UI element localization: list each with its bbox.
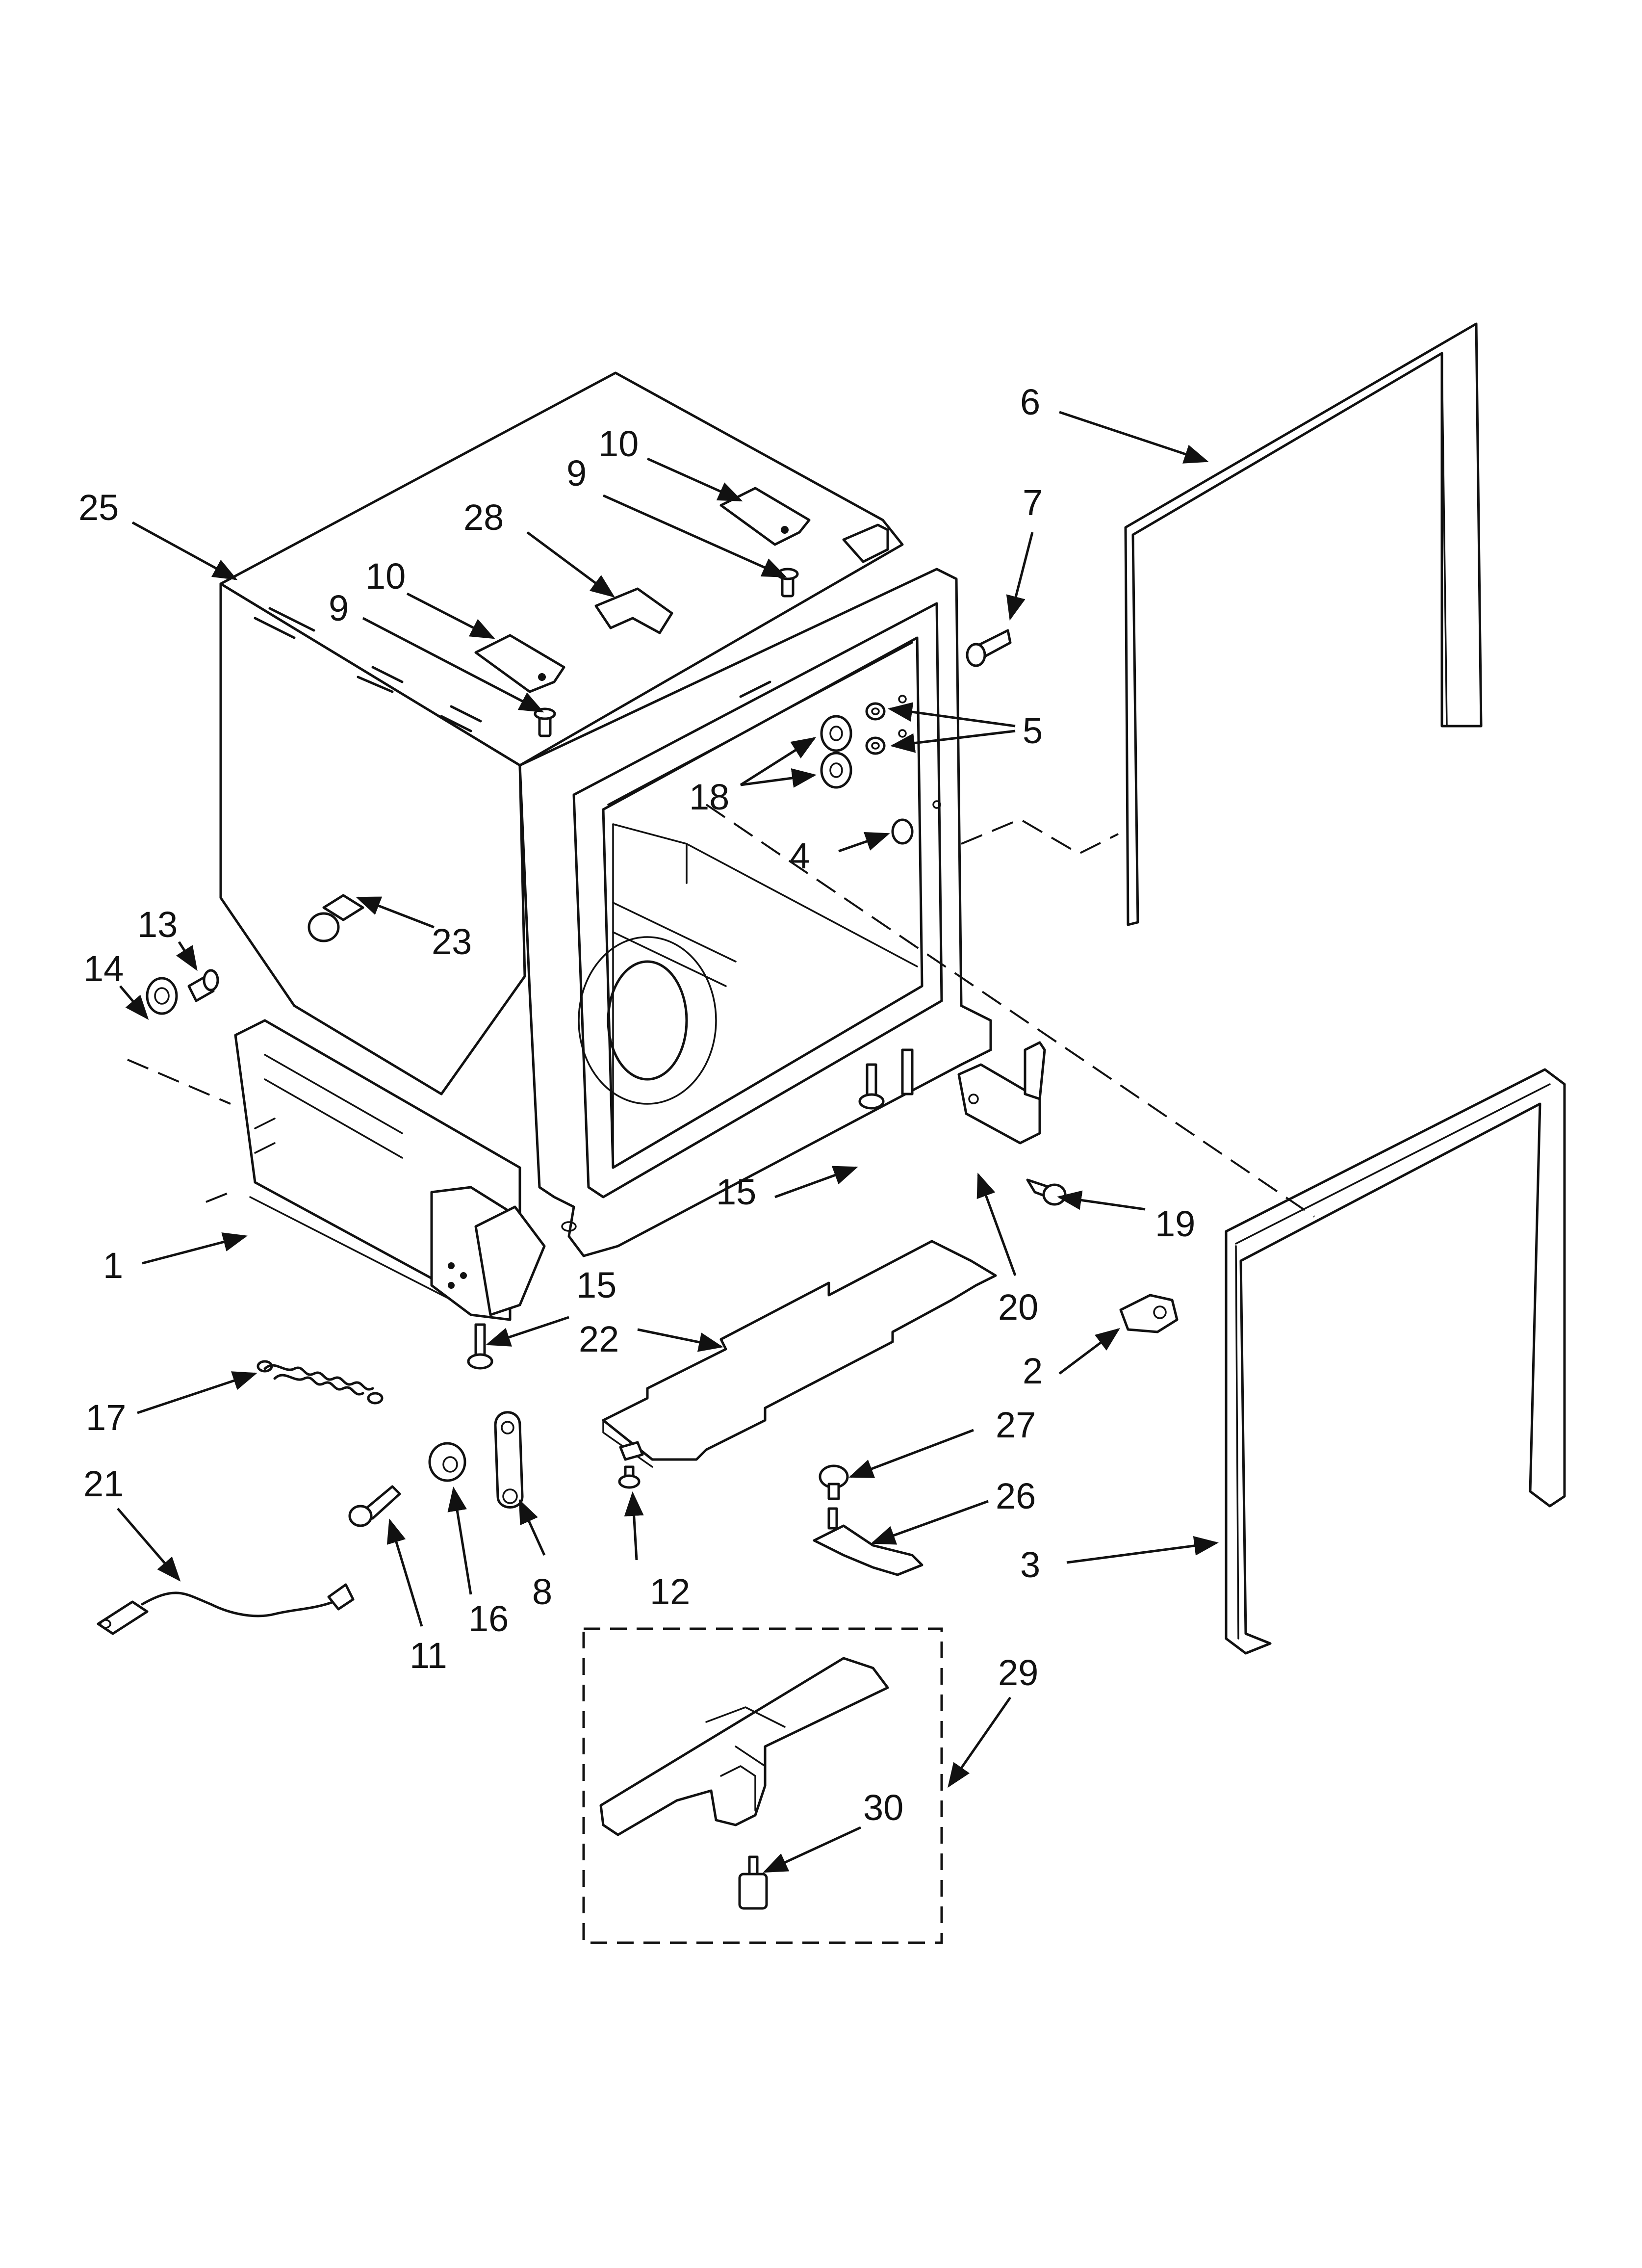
stop-part-4 — [891, 800, 941, 845]
part-number-label: 27 — [996, 1405, 1036, 1445]
tub-assembly — [219, 371, 992, 1321]
part-number-label: 29 — [998, 1652, 1038, 1693]
part-number-label: 6 — [1020, 382, 1040, 422]
part-number-label: 15 — [716, 1172, 756, 1212]
housing-part-29 — [599, 1657, 889, 1836]
part-number-label: 5 — [1023, 710, 1043, 751]
tub-gasket-part-3 — [1225, 1068, 1566, 1655]
latch-part-2 — [1119, 1294, 1179, 1333]
screw-part-13 — [187, 969, 219, 1002]
screw-part-7 — [966, 629, 1012, 667]
part-number-label: 17 — [86, 1397, 126, 1438]
thermostat-part-27 — [819, 1464, 849, 1500]
part-number-label: 28 — [463, 497, 504, 538]
part-number-label: 19 — [1155, 1203, 1195, 1244]
link-part-8 — [494, 1411, 524, 1509]
part-number-label: 20 — [998, 1287, 1038, 1328]
part-labels: 25 10 9 28 10 9 6 7 5 18 4 23 13 14 15 1… — [78, 382, 1195, 1828]
part-number-label: 22 — [579, 1319, 619, 1359]
cable-part-21 — [97, 1583, 355, 1635]
pulley-part-16 — [428, 1442, 466, 1482]
part-number-label: 15 — [576, 1265, 616, 1305]
hinge-bracket-part-10a — [719, 487, 811, 546]
leader-lines — [117, 411, 1219, 1873]
part-number-label: 9 — [566, 453, 587, 494]
screw-part-12 — [618, 1465, 641, 1489]
part-number-label: 25 — [78, 487, 119, 528]
bracket-part-20 — [957, 1041, 1046, 1145]
sensor-part-30 — [738, 1855, 768, 1910]
screw-part-19 — [1026, 1178, 1067, 1206]
leveling-leg-part-15a — [858, 1063, 885, 1110]
part-number-label: 10 — [598, 423, 639, 464]
part-number-label: 30 — [863, 1787, 903, 1828]
part-number-label: 13 — [137, 904, 178, 945]
part-number-label: 1 — [103, 1245, 123, 1286]
part-number-label: 7 — [1023, 482, 1043, 523]
part-number-label: 9 — [329, 588, 349, 628]
part-number-label: 14 — [83, 948, 124, 989]
door-seal-part-6 — [1124, 322, 1483, 926]
part-number-label: 12 — [650, 1571, 690, 1612]
part-number-label: 8 — [532, 1571, 552, 1612]
part-number-label: 10 — [365, 556, 406, 597]
bracket-part-26 — [813, 1507, 924, 1576]
part-number-label: 23 — [432, 921, 472, 962]
part-number-label: 3 — [1020, 1544, 1040, 1585]
part-number-label: 11 — [410, 1635, 447, 1676]
part-number-label: 16 — [468, 1598, 509, 1639]
leveling-leg-part-15b — [467, 1323, 493, 1370]
bolt-part-11 — [348, 1485, 401, 1527]
roller-part-18 — [820, 715, 852, 789]
part-number-label: 18 — [689, 777, 729, 817]
hinge-bracket-part-10b — [474, 634, 565, 693]
plate-part-22 — [602, 1240, 997, 1468]
part-number-label: 21 — [83, 1463, 124, 1504]
part-number-label: 26 — [996, 1476, 1036, 1516]
spring-part-17 — [257, 1360, 384, 1405]
plug-part-23 — [308, 894, 364, 942]
part-number-label: 4 — [790, 835, 810, 876]
part-number-label: 2 — [1023, 1351, 1043, 1391]
screw-part-9b — [534, 707, 556, 737]
nut-part-14 — [146, 977, 178, 1015]
clip-part-28 — [594, 587, 673, 634]
